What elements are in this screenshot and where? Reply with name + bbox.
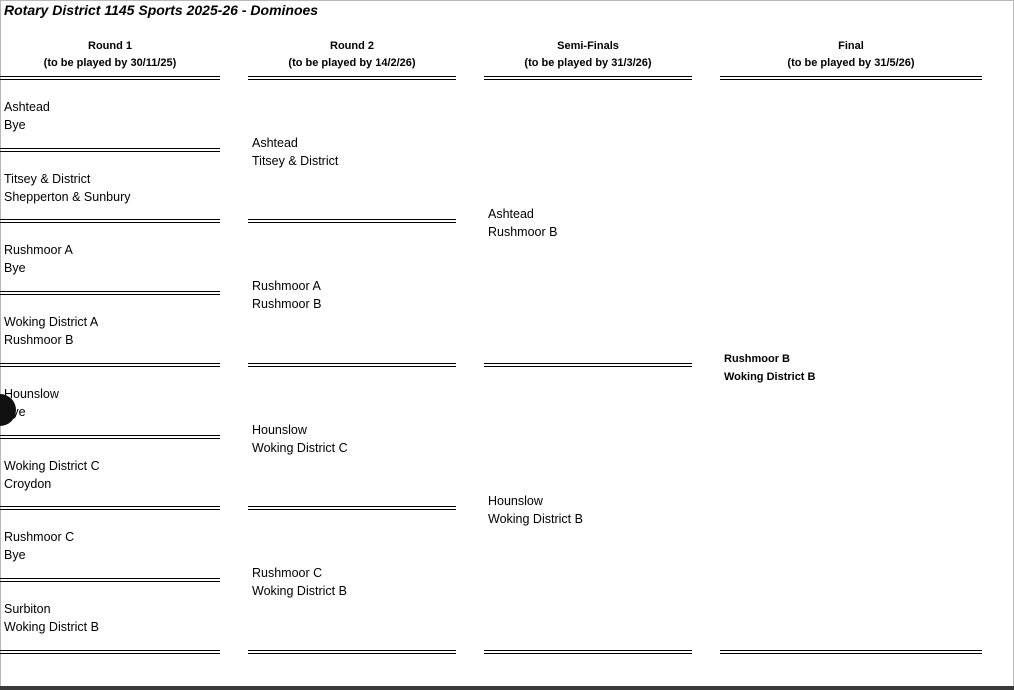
round-1-match-4-home: Woking District A <box>4 315 99 329</box>
round-1-match-5-home: Hounslow <box>4 387 59 401</box>
round-1-divider <box>0 148 220 152</box>
round-1-deadline: (to be played by 30/11/25) <box>43 57 177 69</box>
round-2-divider <box>248 650 456 654</box>
semi-final-2-home: Hounslow <box>488 494 543 508</box>
round-1-divider <box>0 363 220 367</box>
round-1-divider <box>0 291 220 295</box>
final-name: Final <box>838 40 864 52</box>
semi-finals-divider <box>484 76 692 80</box>
final-match-away: Woking District B <box>724 371 816 383</box>
round-2-deadline: (to be played by 14/2/26) <box>288 57 416 69</box>
semi-final-1-away: Rushmoor B <box>488 225 558 239</box>
round-1-match-6-away: Croydon <box>4 477 52 491</box>
round-2-match-2-away: Rushmoor B <box>252 297 322 311</box>
round-2-match-4-home: Rushmoor C <box>252 566 323 580</box>
final-deadline: (to be played by 31/5/26) <box>787 57 915 69</box>
semi-finals-divider <box>484 363 692 367</box>
round-1-match-1-away: Bye <box>4 118 26 132</box>
round-2-match-1-away: Titsey & District <box>252 154 339 168</box>
round-1-header: Round 1 (to be played by 30/11/25) <box>0 38 220 72</box>
semi-finals-name: Semi-Finals <box>557 40 619 52</box>
round-2-match-4-away: Woking District B <box>252 584 347 598</box>
round-1-match-1-home: Ashtead <box>4 100 50 114</box>
round-2-header: Round 2 (to be played by 14/2/26) <box>248 38 456 72</box>
round-1-match-3-home: Rushmoor A <box>4 243 73 257</box>
semi-final-1-home: Ashtead <box>488 207 534 221</box>
round-1-match-2-home: Titsey & District <box>4 172 91 186</box>
final-match-home: Rushmoor B <box>724 353 790 365</box>
round-1-match-4-away: Rushmoor B <box>4 333 74 347</box>
round-1-divider <box>0 219 220 223</box>
round-2-match-3-away: Woking District C <box>252 441 348 455</box>
round-2-divider <box>248 506 456 510</box>
round-1-divider <box>0 506 220 510</box>
semi-finals-divider <box>484 650 692 654</box>
semi-final-2-away: Woking District B <box>488 512 583 526</box>
bottom-edge <box>0 686 1014 690</box>
round-1-divider <box>0 578 220 582</box>
round-1-match-7-home: Rushmoor C <box>4 530 75 544</box>
final-header: Final (to be played by 31/5/26) <box>720 38 982 72</box>
round-1-match-7-away: Bye <box>4 548 26 562</box>
round-1-match-2-away: Shepperton & Sunbury <box>4 190 131 204</box>
round-1-divider <box>0 435 220 439</box>
final-divider <box>720 650 982 654</box>
round-2-match-3-home: Hounslow <box>252 423 307 437</box>
round-2-divider <box>248 219 456 223</box>
round-2-match-2-home: Rushmoor A <box>252 279 321 293</box>
round-2-name: Round 2 <box>330 40 374 52</box>
round-1-match-8-home: Surbiton <box>4 602 51 616</box>
round-2-match-1-home: Ashtead <box>252 136 298 150</box>
round-2-divider <box>248 363 456 367</box>
round-1-divider <box>0 650 220 654</box>
round-2-divider <box>248 76 456 80</box>
page-title: Rotary District 1145 Sports 2025-26 - Do… <box>4 2 319 18</box>
round-1-match-3-away: Bye <box>4 261 26 275</box>
round-1-name: Round 1 <box>88 40 132 52</box>
semi-finals-deadline: (to be played by 31/3/26) <box>524 57 652 69</box>
cursor-blob <box>0 394 16 426</box>
round-1-match-6-home: Woking District C <box>4 459 100 473</box>
semi-finals-header: Semi-Finals (to be played by 31/3/26) <box>484 38 692 72</box>
round-1-match-8-away: Woking District B <box>4 620 99 634</box>
round-1-divider <box>0 76 220 80</box>
final-divider <box>720 76 982 80</box>
